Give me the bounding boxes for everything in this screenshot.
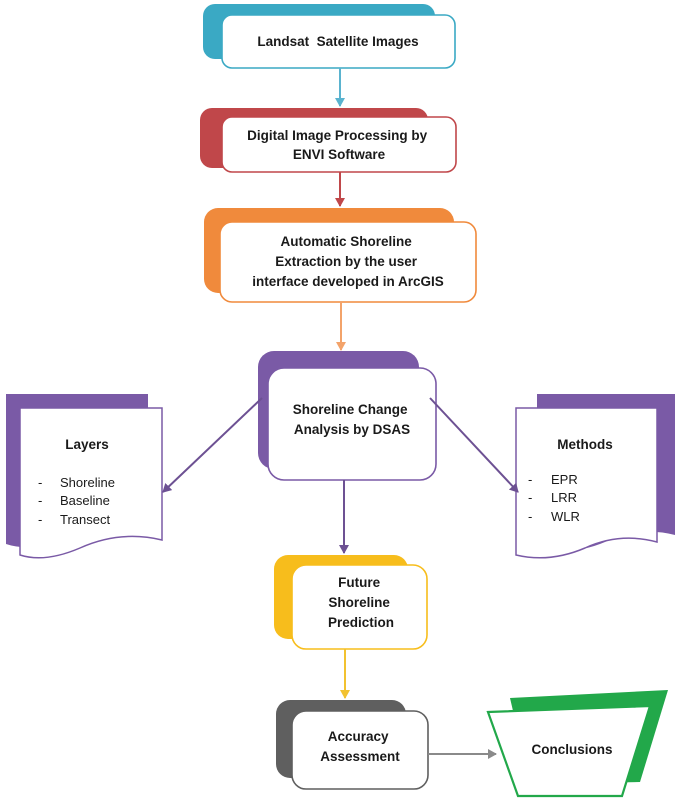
list-item: Shoreline: [60, 475, 115, 490]
list-bullet: -: [38, 512, 42, 527]
node-prediction-line: Prediction: [328, 615, 394, 630]
list-item: WLR: [551, 509, 580, 524]
node-extraction-label: Automatic Shoreline Extraction by the us…: [252, 234, 444, 289]
list-bullet: -: [528, 472, 532, 487]
list-item: Baseline: [60, 493, 110, 508]
node-layers-title: Layers: [65, 437, 109, 452]
node-analysis-box: [267, 367, 437, 481]
node-conclusions-box: [486, 704, 652, 798]
list-bullet: -: [528, 490, 532, 505]
node-landsat-label: Landsat Satellite Images: [257, 34, 418, 49]
node-conclusions-line: Conclusions: [531, 742, 612, 757]
node-analysis-line: Analysis by DSAS: [294, 422, 410, 437]
node-methods-document: [515, 407, 658, 559]
arrow-analysis-to-layers: [162, 397, 263, 493]
node-conclusions-label: Conclusions: [531, 742, 612, 757]
node-layers-document: [19, 407, 163, 559]
node-extraction-line: Automatic Shoreline: [280, 234, 412, 249]
node-accuracy-box: [291, 710, 429, 790]
node-prediction-label: Future Shoreline Prediction: [328, 575, 394, 630]
node-processing-line: ENVI Software: [293, 147, 386, 162]
node-processing-box: [221, 116, 457, 173]
node-landsat-line: Landsat Satellite Images: [257, 34, 418, 49]
list-bullet: -: [38, 475, 42, 490]
node-layers: Layers - Shoreline - Baseline - Transect: [6, 394, 163, 559]
list-item: LRR: [551, 490, 577, 505]
node-methods-title: Methods: [557, 437, 613, 452]
node-methods: Methods - EPR - LRR - WLR: [515, 394, 675, 559]
list-item: EPR: [551, 472, 578, 487]
arrow-analysis-to-methods: [429, 397, 519, 493]
node-extraction-box: [219, 221, 477, 303]
methods-list: - EPR - LRR - WLR: [528, 472, 580, 524]
node-analysis: Shoreline Change Analysis by DSAS: [258, 351, 437, 481]
node-extraction-line: interface developed in ArcGIS: [252, 274, 444, 289]
node-prediction: Future Shoreline Prediction: [274, 555, 428, 650]
layers-list: - Shoreline - Baseline - Transect: [38, 475, 115, 527]
node-analysis-line: Shoreline Change: [293, 402, 408, 417]
node-accuracy-line: Accuracy: [328, 729, 389, 744]
list-item: Transect: [60, 512, 110, 527]
node-prediction-line: Shoreline: [328, 595, 390, 610]
node-landsat-box: [221, 14, 456, 69]
list-bullet: -: [528, 509, 532, 524]
node-analysis-label: Shoreline Change Analysis by DSAS: [293, 402, 412, 437]
node-accuracy: Accuracy Assessment: [276, 700, 429, 790]
node-processing-line: Digital Image Processing by: [247, 128, 428, 143]
node-conclusions: Conclusions: [486, 690, 668, 798]
node-extraction: Automatic Shoreline Extraction by the us…: [204, 208, 477, 303]
node-accuracy-line: Assessment: [320, 749, 400, 764]
node-prediction-line: Future: [338, 575, 380, 590]
list-bullet: -: [38, 493, 42, 508]
node-landsat: Landsat Satellite Images: [203, 4, 456, 69]
node-accuracy-label: Accuracy Assessment: [320, 729, 400, 764]
node-processing-label: Digital Image Processing by ENVI Softwar…: [247, 128, 431, 162]
node-prediction-box: [291, 564, 428, 650]
node-processing: Digital Image Processing by ENVI Softwar…: [200, 108, 457, 173]
node-extraction-line: Extraction by the user: [275, 254, 418, 269]
